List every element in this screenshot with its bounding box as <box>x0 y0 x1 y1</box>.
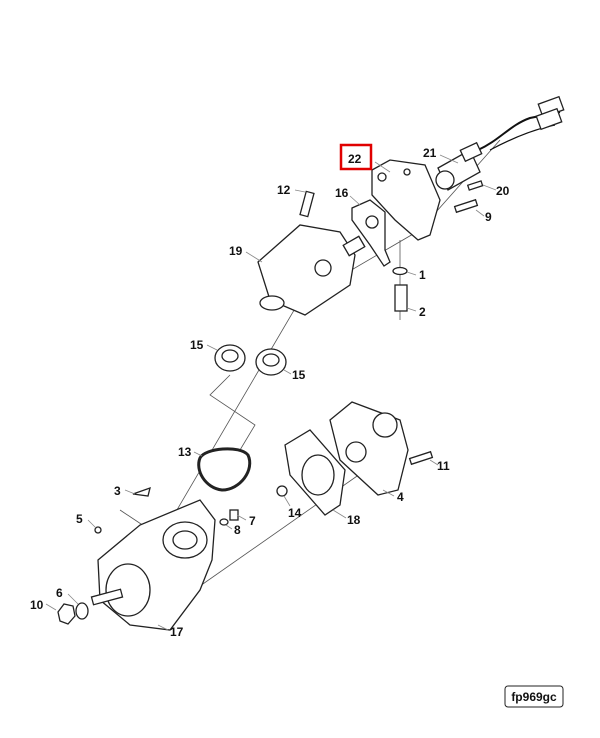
part-1-2-fitting <box>392 266 408 312</box>
assembly-lines <box>119 139 501 601</box>
callout-19[interactable]: 19 <box>229 244 243 258</box>
callouts: 22 21 20 16 12 9 19 1 2 15 15 13 11 3 4 … <box>30 143 510 639</box>
callout-8[interactable]: 8 <box>234 523 241 537</box>
callout-21[interactable]: 21 <box>423 146 437 160</box>
callout-20[interactable]: 20 <box>496 184 510 198</box>
callout-4[interactable]: 4 <box>397 490 404 504</box>
part-21-actuator <box>435 141 483 191</box>
callout-5[interactable]: 5 <box>76 512 83 526</box>
callout-13[interactable]: 13 <box>178 445 192 459</box>
callout-22[interactable]: 22 <box>348 152 362 166</box>
callout-9[interactable]: 9 <box>485 210 492 224</box>
part-17-pump-housing <box>90 499 216 631</box>
callout-12[interactable]: 12 <box>277 183 291 197</box>
small-parts <box>57 486 239 625</box>
callout-1[interactable]: 1 <box>419 268 426 282</box>
callout-15a[interactable]: 15 <box>190 338 204 352</box>
callout-2[interactable]: 2 <box>419 305 426 319</box>
callout-16[interactable]: 16 <box>335 186 349 200</box>
callout-7[interactable]: 7 <box>249 514 256 528</box>
part-22-bracket <box>371 159 441 241</box>
part-14-nut <box>276 485 288 497</box>
part-15-tappets <box>214 344 287 376</box>
figure-id: fp969gc <box>511 690 557 704</box>
callout-17[interactable]: 17 <box>170 625 184 639</box>
callout-18[interactable]: 18 <box>347 513 361 527</box>
bolts <box>299 180 484 466</box>
callout-11[interactable]: 11 <box>437 459 450 473</box>
part-19-pump-head <box>257 224 366 316</box>
highlight-box <box>339 143 373 171</box>
figure-id-box: fp969gc <box>504 685 564 708</box>
wire-connector <box>477 95 565 151</box>
part-18-gasket <box>284 429 346 516</box>
part-13-seal-ring <box>197 447 252 492</box>
callout-15b[interactable]: 15 <box>292 368 306 382</box>
part-16-gasket <box>351 199 391 267</box>
callout-3[interactable]: 3 <box>114 484 121 498</box>
leader-lines <box>45 154 497 631</box>
callout-6[interactable]: 6 <box>56 586 63 600</box>
callout-14[interactable]: 14 <box>288 506 302 520</box>
callout-10[interactable]: 10 <box>30 598 44 612</box>
part-4-cover <box>329 401 409 496</box>
